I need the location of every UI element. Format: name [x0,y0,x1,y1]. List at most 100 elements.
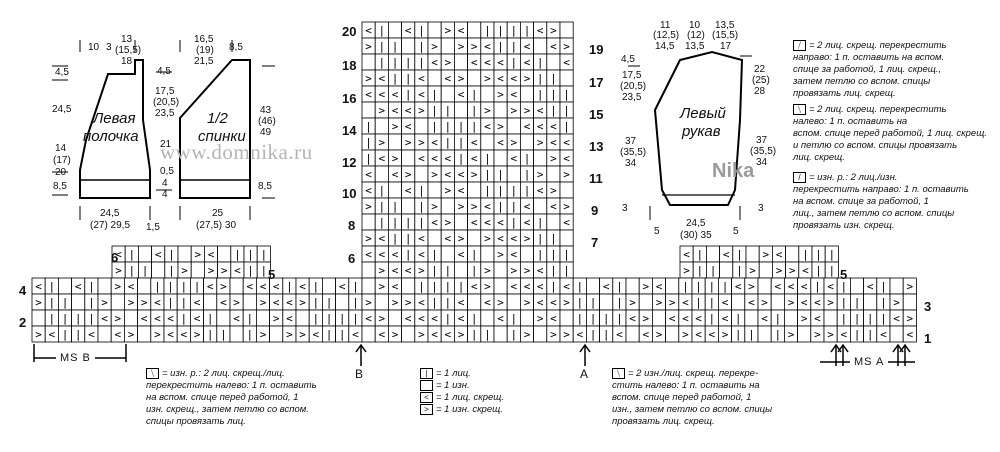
center-panel-symbol: > [378,136,385,149]
right-small-panel-symbol: < [683,248,690,261]
center-panel-symbol: | [431,88,438,101]
main-band-symbol: > [260,296,267,309]
row-number-11: 11 [589,171,603,186]
center-panel-symbol: | [458,136,465,149]
center-panel-symbol: > [563,200,570,213]
main-band-symbol: | [180,296,187,309]
row-number-4: 4 [19,283,27,298]
main-band-symbol: > [35,328,42,341]
left-small-panel-symbol: | [168,264,175,277]
center-panel-cell [493,149,508,167]
sleeve-bottom-dim-1: 5 [654,226,660,237]
main-band-symbol: | [814,280,821,293]
center-panel-cell [546,53,561,71]
main-band-symbol: | [180,312,187,325]
main-band-symbol: < [708,328,715,341]
center-panel-symbol: < [524,120,531,133]
center-panel-symbol: > [510,136,517,149]
center-panel-symbol: | [431,248,438,261]
right-small-panel-symbol: > [749,264,756,277]
center-panel-cell [427,181,442,199]
center-panel-symbol: < [524,40,531,53]
left-small-panel-symbol: > [115,264,122,277]
main-band-symbol: | [352,296,359,309]
main-band-symbol: < [299,280,306,293]
center-panel-cell [374,117,389,135]
center-panel-symbol: > [418,136,425,149]
main-band-symbol: | [735,328,742,341]
center-panel-symbol: < [563,216,570,229]
center-panel-symbol: < [550,136,557,149]
main-band-symbol: < [906,328,913,341]
main-band-symbol: < [642,328,649,341]
marker-ms-a: MS A [850,356,889,368]
center-panel-cell [374,165,389,183]
main-band-cell [533,325,548,343]
main-band-symbol: < [405,312,412,325]
main-band-symbol: < [392,280,399,293]
back-left-dim-7: 4 [162,178,168,189]
center-panel-symbol: | [392,200,399,213]
center-panel-symbol: < [431,56,438,69]
center-panel-symbol: > [431,40,438,53]
sleeve-bottom-dim-4: 5 [733,226,739,237]
center-panel-symbol: > [537,168,544,181]
center-panel-cell [427,229,442,247]
main-band-symbol: | [708,280,715,293]
center-panel-cell [467,229,482,247]
front-left-dim-2: 24,5 [52,104,72,115]
center-panel-cell [361,261,376,279]
center-panel-symbol: | [550,248,557,261]
back-schematic [179,59,251,199]
front-left-dim-5: 20 [55,167,67,178]
center-panel-symbol: > [484,232,491,245]
main-band-cell [797,325,812,343]
sleeve-right-dim-3: 28 [754,86,766,97]
front-left-dim-4: (17) [53,155,71,166]
center-panel-symbol: > [365,40,372,53]
legend-basic-symbols: |= 1 лиц. = 1 изн. <= 1 лиц. скрещ. >= 1… [420,368,504,416]
center-panel-symbol: < [497,136,504,149]
center-panel-symbol: < [378,152,385,165]
main-band-cell [269,325,284,343]
main-band-cell [863,293,878,311]
center-panel-symbol: > [458,232,465,245]
center-panel-symbol: | [497,24,504,37]
center-panel-symbol: < [431,216,438,229]
main-band-symbol: | [312,296,319,309]
main-band-cell [124,309,139,327]
center-panel-symbol: > [444,56,451,69]
main-band-symbol: < [286,296,293,309]
right-small-panel-symbol: | [736,248,743,261]
main-band-symbol: | [695,296,702,309]
main-band-symbol: < [48,328,55,341]
center-panel-cell [520,85,535,103]
main-band-symbol: | [339,328,346,341]
center-panel-symbol: < [510,72,517,85]
center-panel-cell [440,245,455,263]
main-band-symbol: > [418,328,425,341]
marker-ms-b: MS B [56,352,95,364]
back-left-dim-2: 17,5 [155,86,175,97]
main-band-symbol: > [893,296,900,309]
sleeve-top-dim-7: 13,5 [715,20,735,31]
left-small-panel-symbol: | [247,264,254,277]
center-panel-symbol: < [405,24,412,37]
center-panel-symbol: | [537,72,544,85]
main-band-symbol: | [62,296,69,309]
sleeve-top-dim-1: 11 [660,20,671,31]
center-panel-symbol: > [524,232,531,245]
main-band-symbol: | [603,312,610,325]
main-band-symbol: > [286,328,293,341]
main-band-symbol: < [273,296,280,309]
left-small-panel-symbol: | [260,248,267,261]
center-panel-symbol: | [378,40,385,53]
row-number-16: 16 [342,91,357,106]
center-panel-cell [427,69,442,87]
center-panel-symbol: | [392,72,399,85]
back-left-dim-5: 21 [160,139,172,150]
main-band-cell [506,293,521,311]
main-band-symbol: < [524,280,531,293]
main-band-symbol: < [418,312,425,325]
main-band-cell [625,277,640,295]
